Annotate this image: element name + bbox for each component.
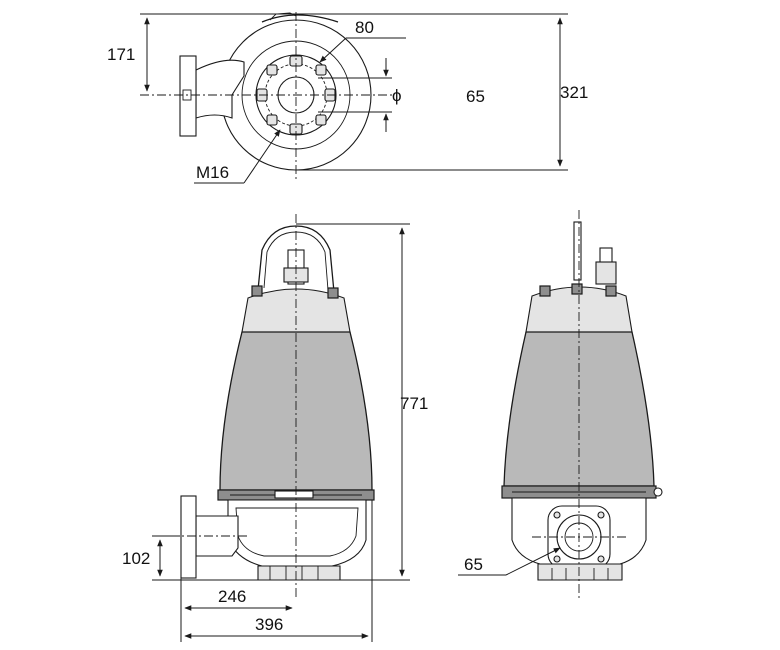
dim-m16-label: M16 [196, 163, 229, 182]
dim-65-side-label: 65 [464, 555, 483, 574]
dim-phi-label: ϕ [392, 86, 402, 105]
dim-80-label: 80 [355, 18, 374, 37]
side-view: 65 [458, 210, 663, 600]
top-view-outlet-pipe [195, 59, 245, 119]
dim-396-label: 396 [255, 615, 283, 634]
dim-65-top-label: 65 [466, 87, 485, 106]
front-view-outlet-flange [180, 495, 197, 579]
top-view-bolt-holes [256, 55, 336, 135]
dim-321-label: 321 [560, 83, 588, 102]
front-view: 771 102 246 396 [122, 214, 428, 642]
top-view: 171 321 80 ϕ 65 M16 [107, 12, 588, 184]
dim-246-label: 246 [218, 587, 246, 606]
top-view-cable [261, 14, 339, 23]
dim-102-label: 102 [122, 549, 150, 568]
side-view-base-feet [537, 563, 623, 581]
dim-771-label: 771 [400, 394, 428, 413]
top-view-outlet-flange [179, 55, 197, 137]
dim-171-label: 171 [107, 45, 135, 64]
